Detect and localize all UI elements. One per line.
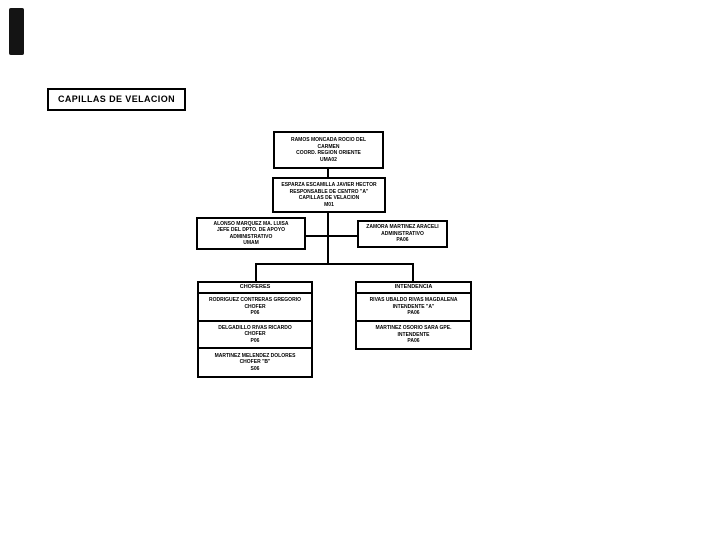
black-bar [9, 8, 24, 55]
org-box-line: CHOFER "B" [239, 359, 271, 366]
org-box-line: CHOFER [244, 331, 266, 338]
org-box-line: M01 [324, 201, 334, 208]
org-box-coordinator: RAMOS MONCADA ROCIO DEL CARMEN COORD. RE… [273, 131, 384, 169]
org-box-line: UMAM [243, 240, 259, 246]
org-box-line: ALONSO MARQUEZ MA. LUISA [213, 220, 289, 227]
org-box-line: P06 [250, 310, 260, 317]
org-box-line: INTENDENTE [397, 331, 430, 338]
org-box-line: PA06 [407, 310, 420, 317]
org-box-line: PA06 [396, 237, 409, 244]
org-box-jefe-apoyo-administrativo: ALONSO MARQUEZ MA. LUISA JEFE DEL DPTO. … [196, 217, 306, 250]
org-box-intendente-2: MARTINEZ OSORIO SARA GPE. INTENDENTE PA0… [355, 320, 472, 350]
org-box-line: DELGADILLO RIVAS RICARDO [218, 324, 292, 331]
org-box-line: MARTINEZ MELENDEZ DOLORES [214, 352, 296, 359]
org-box-chofer-2: DELGADILLO RIVAS RICARDO CHOFER P06 [197, 320, 313, 349]
org-box-administrativo: ZAMORA MARTINEZ ARACELI ADMINISTRATIVO P… [357, 220, 448, 248]
org-box-line: INTENDENTE "A" [392, 303, 435, 310]
connector-vertical-right [412, 263, 414, 281]
org-box-chofer-1: RODRIGUEZ CONTRERAS GREGORIO CHOFER P06 [197, 292, 313, 322]
org-box-intendente-1: RIVAS UBALDO RIVAS MAGDALENA INTENDENTE … [355, 292, 472, 322]
org-box-line: RESPONSABLE DE CENTRO "A" [289, 188, 369, 195]
org-box-line: PA06 [407, 338, 420, 345]
org-box-line: UMA02 [320, 156, 337, 163]
org-box-chofer-3: MARTINEZ MELENDEZ DOLORES CHOFER "B" S06 [197, 347, 313, 378]
org-box-line: COORD. REGION ORIENTE [296, 150, 361, 156]
column-header-label: CHOFERES [239, 284, 271, 290]
org-box-line: ADMINISTRATIVO [229, 233, 273, 240]
connector-vertical-left [255, 263, 257, 281]
org-box-line: CAPILLAS DE VELACION [298, 195, 360, 201]
org-box-line: RODRIGUEZ CONTRERAS GREGORIO [209, 297, 301, 304]
connector-vertical-top [327, 169, 329, 177]
org-box-line: RIVAS UBALDO RIVAS MAGDALENA [369, 297, 458, 304]
org-box-line: P06 [250, 337, 260, 344]
org-box-line: MARTINEZ OSORIO SARA GPE. [375, 325, 452, 332]
org-box-line: RAMOS MONCADA ROCIO DEL [290, 137, 367, 143]
column-header-label: INTENDENCIA [394, 284, 433, 290]
org-box-line: ESPARZA ESCAMILLA JAVIER HECTOR [281, 182, 377, 188]
org-box-line: CHOFER [244, 303, 266, 310]
org-box-line: ADMINISTRATIVO [381, 230, 424, 237]
page-title-label: CAPILLAS DE VELACION [57, 95, 175, 104]
org-box-line: ZAMORA MARTINEZ ARACELI [366, 224, 439, 231]
org-box-responsable: ESPARZA ESCAMILLA JAVIER HECTOR RESPONSA… [272, 177, 386, 213]
page-title: CAPILLAS DE VELACION [47, 88, 186, 111]
org-box-line: CARMEN [317, 143, 340, 150]
connector-vertical-middle [327, 213, 329, 265]
connector-horizontal-staff [306, 235, 357, 237]
org-box-line: S06 [250, 365, 260, 372]
connector-horizontal-span [255, 263, 414, 265]
org-box-line: JEFE DEL DPTO. DE APOYO [217, 227, 285, 233]
